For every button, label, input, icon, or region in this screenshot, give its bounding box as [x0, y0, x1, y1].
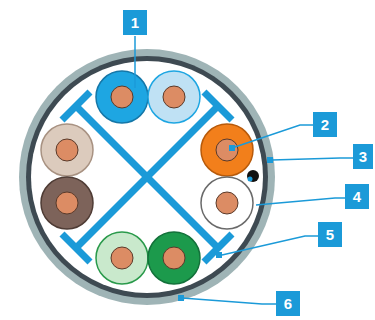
copper-cores	[56, 86, 238, 269]
cross-separator	[62, 92, 232, 262]
callout-number: 3	[353, 144, 373, 169]
outer-jacket	[19, 49, 275, 305]
cable-core	[31, 61, 263, 293]
leader-dots	[178, 145, 273, 301]
callout-number: 2	[313, 112, 337, 137]
callout-number: 1	[123, 10, 147, 35]
callout-number: 5	[318, 222, 342, 247]
drain-wire	[247, 170, 259, 182]
callout-number: 6	[276, 291, 300, 316]
shield-ring	[26, 56, 268, 298]
callout-number: 4	[345, 184, 369, 209]
leader-lines	[135, 36, 355, 304]
drain-wire-mark	[248, 177, 253, 182]
conductor-pairs	[41, 71, 253, 284]
